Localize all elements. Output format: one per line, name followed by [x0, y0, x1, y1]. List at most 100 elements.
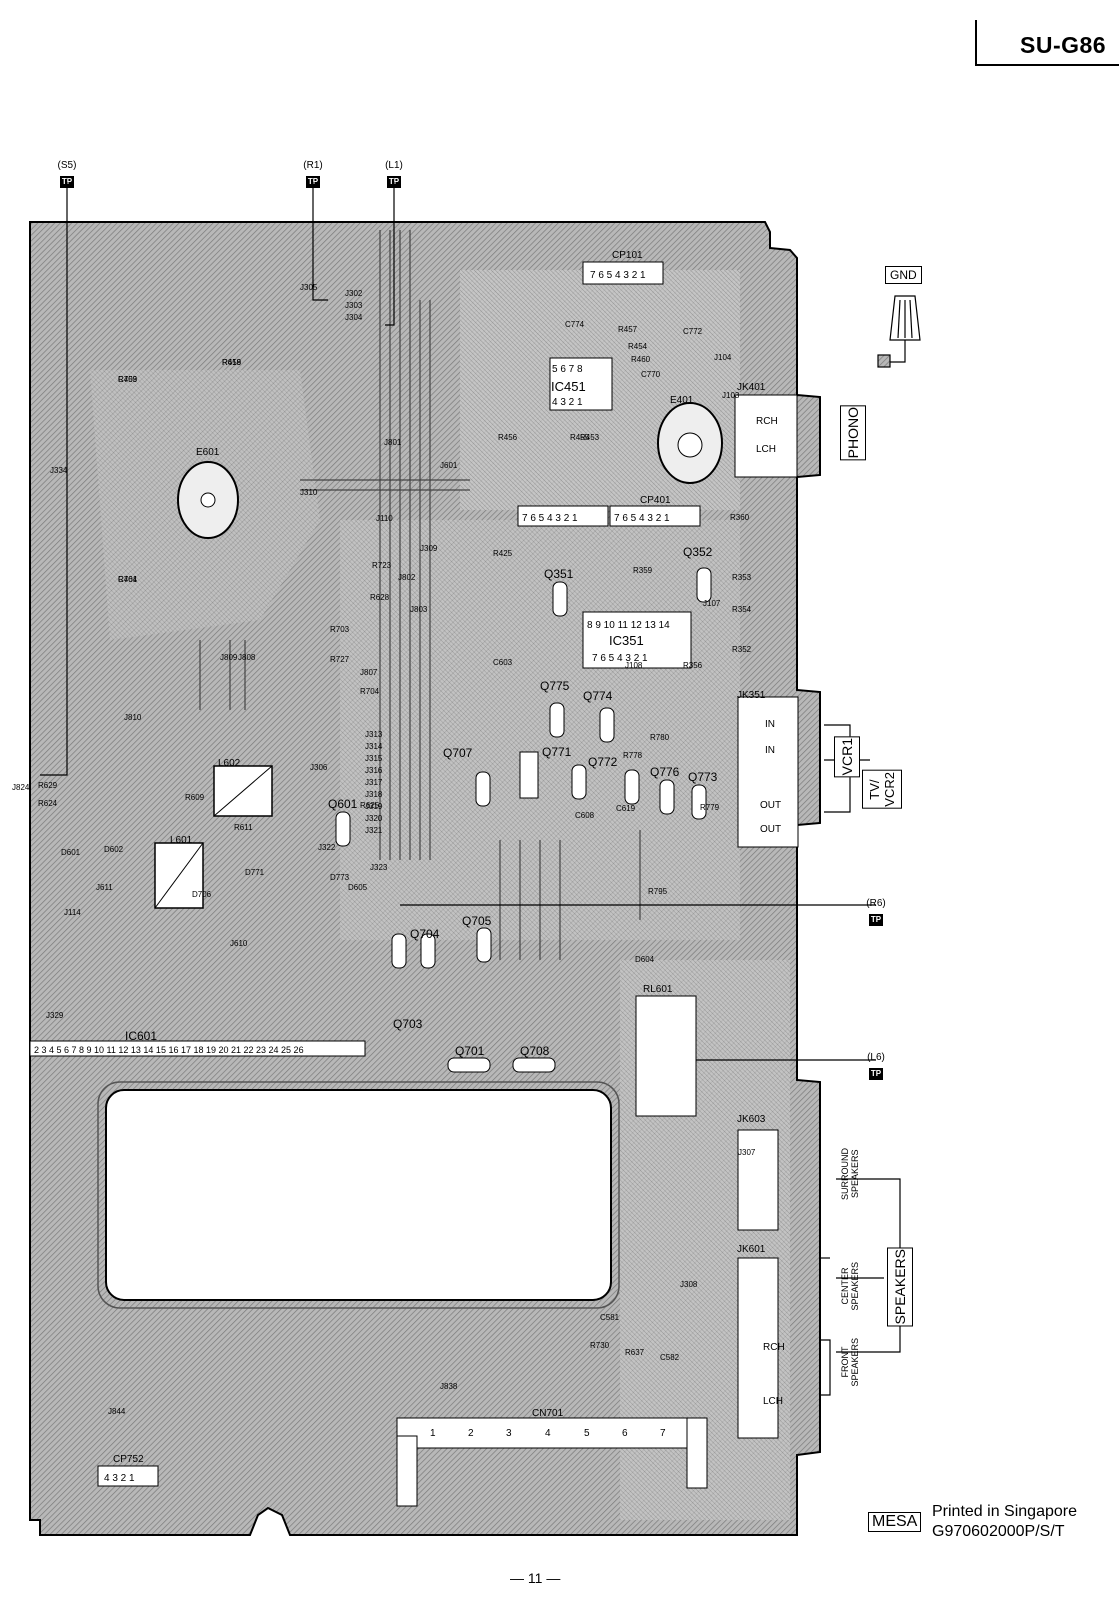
part-label: D601: [61, 848, 81, 857]
svg-text:Q703: Q703: [393, 1017, 423, 1031]
print-info: Printed in Singapore G970602000P/S/T: [932, 1502, 1077, 1542]
part-label: J107: [703, 599, 721, 608]
part-label: J318: [365, 790, 383, 799]
part-label: R453: [580, 433, 600, 442]
part-label: R354: [732, 605, 752, 614]
part-label: J611: [96, 883, 113, 892]
part-label: J810: [124, 713, 142, 722]
tv-vcr2-label: TV/ VCR2: [862, 770, 902, 809]
svg-text:4 3 2 1: 4 3 2 1: [104, 1473, 135, 1484]
part-label: R628: [370, 593, 390, 602]
part-label: J838: [440, 1382, 458, 1391]
part-label: J304: [345, 313, 363, 322]
part-label: J309: [420, 544, 438, 553]
part-label: R425: [493, 549, 513, 558]
svg-text:7 6 5 4 3 2 1: 7 6 5 4 3 2 1: [590, 270, 646, 281]
svg-text:OUT: OUT: [760, 800, 781, 811]
svg-text:IC601: IC601: [125, 1029, 157, 1043]
svg-text:Q701: Q701: [455, 1044, 485, 1058]
svg-text:Q776: Q776: [650, 765, 680, 779]
svg-text:IN: IN: [765, 745, 775, 756]
svg-text:Q771: Q771: [542, 745, 572, 759]
part-label: R459: [118, 375, 138, 384]
part-label: R456: [498, 433, 518, 442]
part-label: J315: [365, 754, 383, 763]
svg-text:3: 3: [506, 1428, 512, 1439]
svg-text:7 6 5 4 3 2 1: 7 6 5 4 3 2 1: [522, 513, 578, 524]
part-label: J307: [738, 1148, 756, 1157]
part-label: J314: [365, 742, 383, 751]
front-speakers-label: FRONT SPEAKERS: [840, 1338, 860, 1387]
svg-text:CP101: CP101: [612, 250, 643, 261]
part-label: D771: [245, 868, 265, 877]
part-label: J114: [64, 908, 81, 917]
part-label: R353: [732, 573, 752, 582]
part-label: R359: [633, 566, 653, 575]
part-label: J305: [300, 283, 318, 292]
part-label: R723: [372, 561, 392, 570]
part-label: R457: [618, 325, 638, 334]
part-label: J313: [365, 730, 383, 739]
part-label: J320: [365, 814, 383, 823]
misc-part-labels: C703C704R619J334J305J302J303J304J801J601…: [12, 283, 756, 1416]
part-label: C772: [683, 327, 703, 336]
part-label: J801: [384, 438, 402, 447]
part-label: R460: [631, 355, 651, 364]
part-label: J323: [370, 863, 388, 872]
svg-text:OUT: OUT: [760, 824, 781, 835]
svg-text:IN: IN: [765, 719, 775, 730]
part-label: R360: [730, 513, 750, 522]
part-label: R704: [360, 687, 380, 696]
part-label: J319: [365, 802, 383, 811]
part-label: J317: [365, 778, 383, 787]
svg-text:JK603: JK603: [737, 1114, 766, 1125]
part-label: J103: [722, 391, 740, 400]
part-label: C581: [600, 1313, 620, 1322]
part-label: J802: [398, 573, 416, 582]
svg-text:CP401: CP401: [640, 495, 671, 506]
part-label: C603: [493, 658, 513, 667]
svg-text:L601: L601: [170, 835, 193, 846]
svg-text:4: 4: [545, 1428, 551, 1439]
svg-text:Q708: Q708: [520, 1044, 550, 1058]
svg-text:7: 7: [660, 1428, 666, 1439]
part-label: R727: [330, 655, 350, 664]
test-point-r6: (R6) TP: [866, 898, 886, 926]
part-label: J110: [376, 514, 393, 523]
part-label: R458: [222, 358, 242, 367]
surround-speakers-label: SURROUND SPEAKERS: [840, 1148, 860, 1201]
gnd-label: GND: [885, 266, 922, 284]
part-label: J334: [50, 466, 68, 475]
part-label: J321: [365, 826, 383, 835]
part-label: R625: [360, 801, 380, 810]
part-label: R780: [650, 733, 670, 742]
part-label: J310: [300, 488, 318, 497]
svg-text:Q775: Q775: [540, 679, 570, 693]
part-label: J807: [360, 668, 378, 677]
part-label: J329: [46, 1011, 64, 1020]
part-label: D706: [192, 890, 212, 899]
part-label: C774: [565, 320, 585, 329]
svg-text:Q601: Q601: [328, 797, 358, 811]
svg-text:7 6 5 4 3 2 1: 7 6 5 4 3 2 1: [592, 653, 648, 664]
part-label: R461: [118, 575, 138, 584]
svg-text:Q774: Q774: [583, 689, 613, 703]
svg-text:E401: E401: [670, 395, 694, 406]
svg-text:JK401: JK401: [737, 382, 766, 393]
center-speakers-label: CENTER SPEAKERS: [840, 1262, 860, 1311]
part-label: R454: [628, 342, 648, 351]
svg-text:LCH: LCH: [763, 1396, 783, 1407]
svg-text:5 6 7 8: 5 6 7 8: [552, 364, 583, 375]
part-label: C704: [118, 575, 138, 584]
part-label: D773: [330, 873, 350, 882]
part-label: R619: [222, 358, 242, 367]
part-label: J824: [12, 783, 30, 792]
svg-text:JK351: JK351: [737, 690, 766, 701]
model-header-frame: [975, 20, 1119, 66]
svg-text:Q705: Q705: [462, 914, 492, 928]
svg-text:1: 1: [430, 1428, 436, 1439]
svg-text:CP752: CP752: [113, 1454, 144, 1465]
page-number: — 11 —: [510, 1570, 561, 1586]
part-label: R629: [38, 781, 58, 790]
part-label: J316: [365, 766, 383, 775]
